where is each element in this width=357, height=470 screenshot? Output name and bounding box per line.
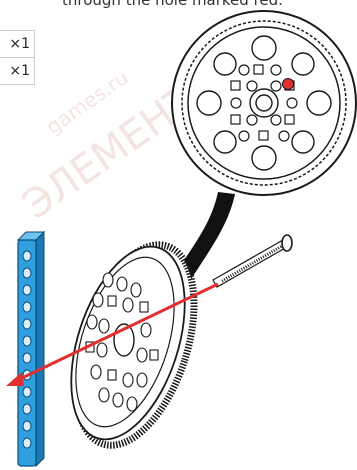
axle-icon	[213, 235, 292, 287]
beam-icon	[18, 232, 44, 466]
gear-detail-icon	[172, 11, 356, 195]
marked-hole-icon	[283, 79, 294, 90]
